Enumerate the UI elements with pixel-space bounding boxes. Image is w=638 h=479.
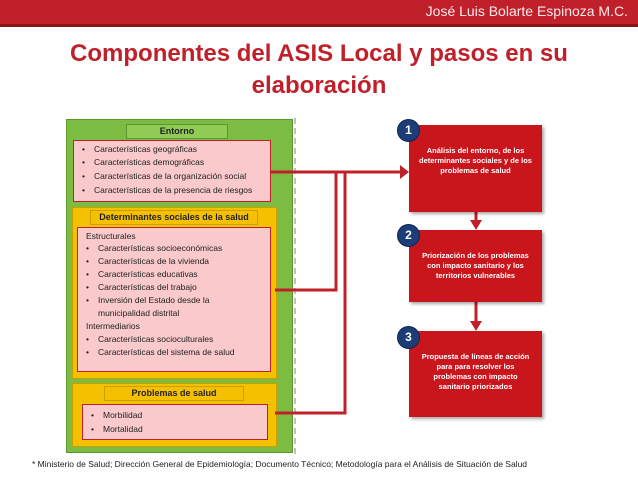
determinante-item: Características de la vivienda xyxy=(98,256,210,266)
step-1-number: 1 xyxy=(397,119,420,142)
entorno-item: Características geográficas xyxy=(94,144,197,154)
step-3-line: Propuesta de líneas de acción xyxy=(421,352,530,361)
problema-item: Mortalidad xyxy=(103,424,143,434)
connector-determinantes xyxy=(275,172,338,292)
title-line-2: elaboración xyxy=(251,72,387,99)
arrow-down-icon xyxy=(470,321,482,331)
determinantes-heading: Determinantes sociales de la salud xyxy=(90,210,258,225)
step-3-line: para para resolver los xyxy=(436,362,515,371)
step-3-line: sanitario priorizados xyxy=(438,382,513,391)
step-3-box: Propuesta de líneas de acción para para … xyxy=(409,331,542,417)
connector-problemas xyxy=(275,172,347,415)
determinante-item: Características del sistema de salud xyxy=(98,347,235,357)
determinante-item-continued: municipalidad distrital xyxy=(98,308,180,318)
bullet-dot-icon: • xyxy=(82,185,85,195)
bullet-dot-icon: • xyxy=(82,144,85,154)
determinante-item: Características socioculturales xyxy=(98,334,214,344)
determinante-item: Características del trabajo xyxy=(98,282,197,292)
step-2-line: con impacto sanitario y los xyxy=(427,261,524,270)
bullet-dot-icon: • xyxy=(91,424,94,434)
step-1-line: determinantes sociales y de los xyxy=(419,156,532,165)
bullet-dot-icon: • xyxy=(82,157,85,167)
bullet-dot-icon: • xyxy=(82,171,85,181)
step-2-box: Priorización de los problemas con impact… xyxy=(409,230,542,302)
step-1-line: problemas de salud xyxy=(440,166,511,175)
step-2-number: 2 xyxy=(397,224,420,247)
slide-title: Componentes del ASIS Local y pasos en su… xyxy=(20,38,618,102)
bullet-dot-icon: • xyxy=(86,282,89,292)
entorno-item: Características de la presencia de riesg… xyxy=(94,185,253,195)
determinante-item: Inversión del Estado desde la xyxy=(98,295,210,305)
problemas-heading: Problemas de salud xyxy=(104,386,244,401)
determinante-item: Características educativas xyxy=(98,269,198,279)
bullet-dot-icon: • xyxy=(86,295,89,305)
entorno-heading: Entorno xyxy=(126,124,228,139)
step-3-line: problemas con impacto xyxy=(433,372,518,381)
author-name: José Luis Bolarte Espinoza M.C. xyxy=(425,3,628,19)
step-2-line: territorios vulnerables xyxy=(435,271,516,280)
title-line-1: Componentes del ASIS Local y pasos en su xyxy=(70,40,568,67)
determinantes-box: Estructurales • Características socioeco… xyxy=(77,227,271,372)
intermediarios-label: Intermediarios xyxy=(86,321,140,331)
dashed-divider xyxy=(294,118,296,454)
estructurales-label: Estructurales xyxy=(86,231,136,241)
entorno-item: Características demográficas xyxy=(94,157,205,167)
bullet-dot-icon: • xyxy=(86,347,89,357)
determinante-item: Características socioeconómicas xyxy=(98,243,223,253)
step-1-box: Análisis del entorno, de los determinant… xyxy=(409,125,542,212)
problemas-box: • Morbilidad • Mortalidad xyxy=(82,404,268,440)
bullet-dot-icon: • xyxy=(86,269,89,279)
source-footnote: * Ministerio de Salud; Dirección General… xyxy=(32,459,528,469)
problema-item: Morbilidad xyxy=(103,410,143,420)
bullet-dot-icon: • xyxy=(86,334,89,344)
bullet-dot-icon: • xyxy=(86,256,89,266)
step-3-number: 3 xyxy=(397,326,420,349)
arrow-right-icon xyxy=(400,165,409,179)
top-bar: José Luis Bolarte Espinoza M.C. xyxy=(0,0,638,27)
step-1-line: Análisis del entorno, de los xyxy=(426,146,525,155)
arrow-down-icon xyxy=(470,220,482,230)
entorno-item: Características de la organización socia… xyxy=(94,171,247,181)
entorno-box: • Características geográficas • Caracter… xyxy=(73,140,271,202)
bullet-dot-icon: • xyxy=(91,410,94,420)
bullet-dot-icon: • xyxy=(86,243,89,253)
step-2-line: Priorización de los problemas xyxy=(422,251,529,260)
